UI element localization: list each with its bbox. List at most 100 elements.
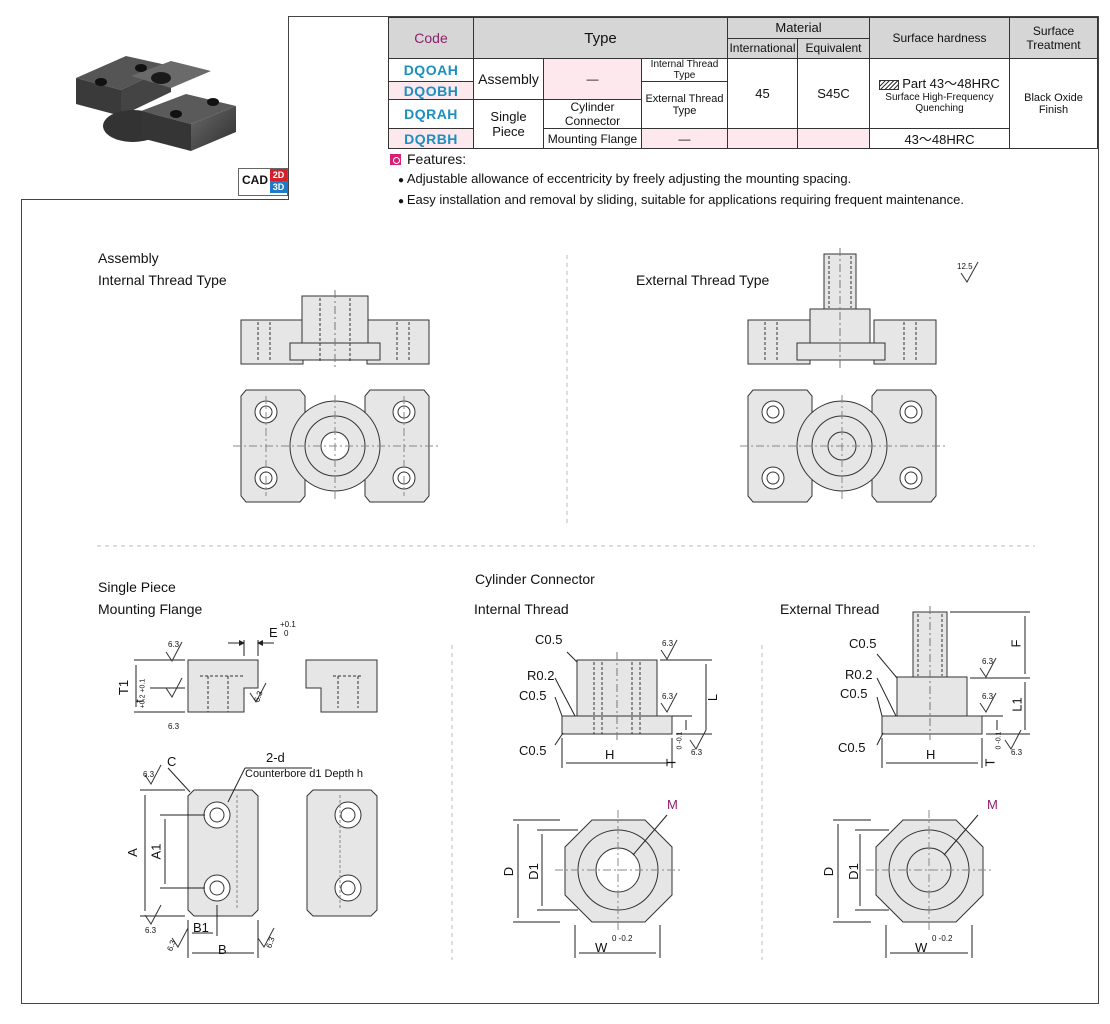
type-assembly-dash: — — [543, 58, 642, 100]
features-title: Features: — [407, 151, 467, 167]
label-external-thread: External Thread — [780, 601, 880, 617]
dim-W: W — [915, 940, 928, 955]
header-type: Type — [473, 17, 728, 59]
dim-D1: D1 — [525, 863, 541, 880]
flange-dash: — — [641, 128, 728, 149]
label-cylinder-connector: Cylinder Connector — [475, 571, 595, 587]
spec-table: Code Type Material Surface hardness Surf… — [388, 17, 1098, 149]
dim-A1: A1 — [148, 843, 164, 860]
label-mounting-flange: Mounting Flange — [98, 601, 203, 617]
dim-C05: C0.5 — [535, 632, 563, 647]
code-dqrbh[interactable]: DQRBH — [388, 128, 474, 149]
roughness-label: 6.3 — [691, 748, 703, 757]
roughness-label: 6.3 — [982, 692, 994, 701]
dim-E-tol-lower: 0 — [284, 629, 289, 638]
dim-W-tol: 0 -0.2 — [612, 934, 633, 943]
type-assembly: Assembly — [473, 58, 544, 100]
dim-C05: C0.5 — [838, 740, 866, 755]
dim-C: C — [167, 754, 177, 769]
dim-B: B — [218, 942, 227, 957]
product-image — [76, 56, 236, 151]
label-single-piece: Single Piece — [98, 579, 176, 595]
feature-item: Adjustable allowance of eccentricity by … — [398, 169, 964, 190]
dim-T: T — [663, 758, 679, 767]
header-international: International — [727, 37, 798, 59]
roughness-label: 6.3 — [662, 692, 674, 701]
dim-H: H — [605, 747, 615, 762]
dim-E: E — [269, 625, 278, 640]
header-code: Code — [388, 17, 474, 59]
dim-C05: C0.5 — [519, 743, 547, 758]
roughness-label: 6.3 — [143, 770, 155, 779]
roughness-top: 12.5 — [957, 262, 973, 271]
cad-label: CAD — [242, 173, 268, 187]
dim-E-tol-upper: +0.1 — [280, 620, 296, 629]
header-treatment: Surface Treatment — [1009, 17, 1098, 59]
header-material: Material — [727, 17, 870, 39]
dim-B1: B1 — [193, 920, 209, 935]
flange-equivalent-empty — [797, 128, 870, 149]
dim-R02: R0.2 — [845, 667, 873, 682]
hardness-quench: Surface High-Frequency Quenching — [885, 92, 994, 114]
dim-counterbore: Counterbore d1 Depth h — [245, 768, 364, 780]
roughness-label: 6.3 — [145, 926, 157, 935]
dim-M: M — [987, 797, 998, 812]
dim-2d: 2-d — [266, 750, 285, 765]
dim-L1: L1 — [1009, 697, 1025, 712]
dim-M: M — [667, 797, 678, 812]
treatment-value: Black Oxide Finish — [1009, 58, 1098, 149]
dim-A: A — [124, 848, 140, 857]
dim-T-tol: 0 -0.1 — [676, 731, 684, 750]
international-value: 45 — [727, 58, 798, 129]
product-photo — [21, 16, 289, 200]
dim-L: L — [705, 693, 721, 702]
dim-D1: D1 — [845, 863, 861, 880]
type-mounting-flange: Mounting Flange — [543, 128, 642, 149]
hatch-icon — [879, 79, 900, 90]
hardness-cell: Part 43～48HRC Surface High-Frequency Que… — [869, 58, 1010, 129]
type-single-piece: Single Piece — [473, 99, 544, 149]
internal-thread-type: Internal Thread Type — [641, 58, 728, 82]
roughness-label: 6.3 — [982, 657, 994, 666]
dim-R02: R0.2 — [527, 668, 555, 683]
cad-badge[interactable]: CAD 2D 3D — [238, 168, 288, 196]
label-external-thread-type: External Thread Type — [636, 272, 770, 288]
dim-C05: C0.5 — [849, 636, 877, 651]
dim-W-tol: 0 -0.2 — [932, 934, 953, 943]
dim-F: F — [1008, 639, 1024, 648]
equivalent-value: S45C — [797, 58, 870, 129]
dim-T: T — [982, 758, 998, 767]
flange-international-empty — [727, 128, 798, 149]
feature-item: Easy installation and removal by sliding… — [398, 190, 964, 211]
dim-T1: T1 — [116, 679, 132, 696]
feature-marker-icon — [390, 154, 401, 165]
code-dqobh[interactable]: DQOBH — [388, 81, 474, 100]
dim-H: H — [926, 747, 936, 762]
hardness-part: Part 43～48HRC — [902, 76, 1000, 91]
label-internal-thread-type: Internal Thread Type — [98, 272, 227, 288]
type-cylinder-connector: Cylinder Connector — [543, 99, 642, 129]
cad-3d-label: 3D — [270, 181, 287, 193]
external-thread-type: External Thread Type — [641, 81, 728, 129]
dim-D: D — [501, 866, 517, 877]
dim-W: W — [595, 940, 608, 955]
label-assembly: Assembly — [98, 250, 159, 266]
cad-2d-label: 2D — [270, 169, 287, 181]
dim-C05: C0.5 — [840, 686, 868, 701]
dim-T-tol: 0 -0.1 — [995, 731, 1003, 750]
page-frame — [21, 16, 1099, 1004]
dim-D: D — [821, 866, 837, 877]
roughness-label: 6.3 — [168, 640, 180, 649]
code-dqrah[interactable]: DQRAH — [388, 99, 474, 129]
hardness-flange: 43～48HRC — [869, 128, 1010, 149]
dim-t-tol: +0.2 +0.1 — [139, 678, 147, 709]
dim-C05: C0.5 — [519, 688, 547, 703]
code-dqoah[interactable]: DQOAH — [388, 58, 474, 82]
label-internal-thread: Internal Thread — [474, 601, 569, 617]
header-equivalent: Equivalent — [797, 37, 870, 59]
features: Features: Adjustable allowance of eccent… — [390, 150, 964, 211]
header-hardness: Surface hardness — [869, 17, 1010, 59]
roughness-label: 6.3 — [662, 639, 674, 648]
roughness-label: 6.3 — [168, 722, 180, 731]
roughness-label: 6.3 — [1011, 748, 1023, 757]
